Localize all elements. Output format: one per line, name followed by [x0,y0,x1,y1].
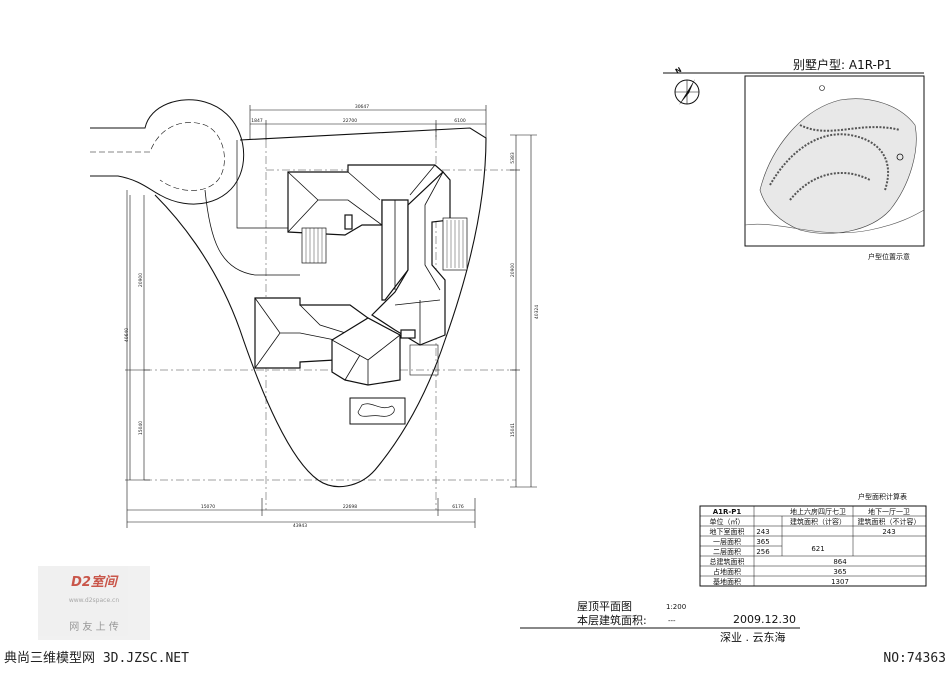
table-cell: 建筑面积（不计容） [858,517,921,526]
dim-top-total: 30647 [355,104,369,110]
chimney-nw [344,214,353,230]
watermark-url: www.d2space.cn [69,597,120,604]
table-cell: 365 [756,538,769,546]
dim-right-total: 40324 [534,305,540,319]
villa-type-label: 别墅户型: A1R-P1 [793,57,892,72]
table-cell: 一层面积 [713,537,741,546]
terrace-east-stripes [446,220,464,268]
table-cell: 1307 [831,578,849,586]
watermark-logo: D2室间 [71,574,119,590]
table-cell: 256 [756,548,770,556]
table-cell: 243 [756,528,769,536]
roof-plan [254,164,468,425]
access-road [90,99,245,205]
dim-left-b: 15040 [138,421,144,435]
dim-right-c: 15041 [510,423,516,437]
north-arrow: N [674,66,700,105]
terrace-west-stripes [305,228,323,263]
road-centerline [90,122,225,191]
dim-left-total: 40640 [124,328,130,342]
watermark-upload: 网 友 上 传 [69,620,119,633]
location-map [744,75,925,247]
area-table-title: 户型面积计算表 [858,492,907,501]
dim-right-a: 5383 [510,152,516,164]
table-cell: 二层面积 [713,547,741,556]
drawing-title: 屋顶平面图 [577,600,632,613]
table-cell: 365 [833,568,846,576]
dim-top-a: 1847 [251,118,263,124]
table-cell: 地下室面积 [710,527,745,536]
entry-path [236,140,300,229]
watermark-stamp: D2室间 www.d2space.cn 网 友 上 传 [38,566,150,640]
table-cell: 单位（㎡） [710,517,745,526]
roof-south [331,317,401,386]
location-marker-icon [896,153,904,161]
table-cell: 建筑面积（计容） [790,517,846,526]
north-arrow-needle-icon [679,79,695,105]
drawing-date: 2009.12.30 [733,613,796,626]
chimney-se [400,329,416,339]
table-cell: 地上六房四厅七卫 [790,507,846,516]
table-cell: 621 [811,545,824,553]
dim-bottom-total: 43943 [293,523,307,529]
table-cell: 地下一厅一卫 [868,507,910,516]
dim-bottom-a: 15070 [201,504,215,510]
table-cell: 864 [833,558,847,566]
floor-area-value: --- [668,617,676,625]
dim-top-b: 22700 [343,118,357,124]
area-table-cells: A1R-P1 地上六房四厅七卫 地下一厅一卫 单位（㎡） 建筑面积（计容） 建筑… [710,507,921,586]
dim-right-b: 20900 [510,263,516,277]
floor-area-label: 本层建筑面积: [577,613,647,627]
table-cell: 总建筑面积 [710,557,745,566]
table-cell: 基地面积 [713,577,741,586]
footer-number: NO:74363 [883,651,946,666]
location-caption: 户型位置示意 [868,252,910,261]
site-boundary [154,127,487,488]
north-label: N [674,66,683,76]
driveway [204,189,300,276]
footer-site-name: 典尚三维模型网 3D.JZSC.NET [4,651,189,666]
roof-wing-east [371,171,451,346]
dim-left-a: 20900 [138,273,144,287]
title-block: 屋顶平面图 1:200 本层建筑面积: --- 2009.12.30 深业 . … [520,600,800,644]
dim-top-c: 6100 [454,118,466,124]
dim-bottom-b: 22698 [343,504,357,510]
dimension-labels: 30647 1847 22700 6100 15070 22698 6176 4… [124,104,540,529]
location-north-icon [819,85,825,91]
site-plan [90,99,487,488]
drawing-scale: 1:200 [666,603,686,611]
area-table [699,505,927,587]
table-cell: 243 [882,528,895,536]
table-cell: 占地面积 [713,567,741,576]
table-cell: A1R-P1 [713,508,742,516]
dim-bottom-c: 6176 [452,504,464,510]
pool-frame [349,397,406,425]
pool-water [357,403,395,417]
stair-south [409,344,439,376]
project-name: 深业 . 云东海 [720,630,786,644]
